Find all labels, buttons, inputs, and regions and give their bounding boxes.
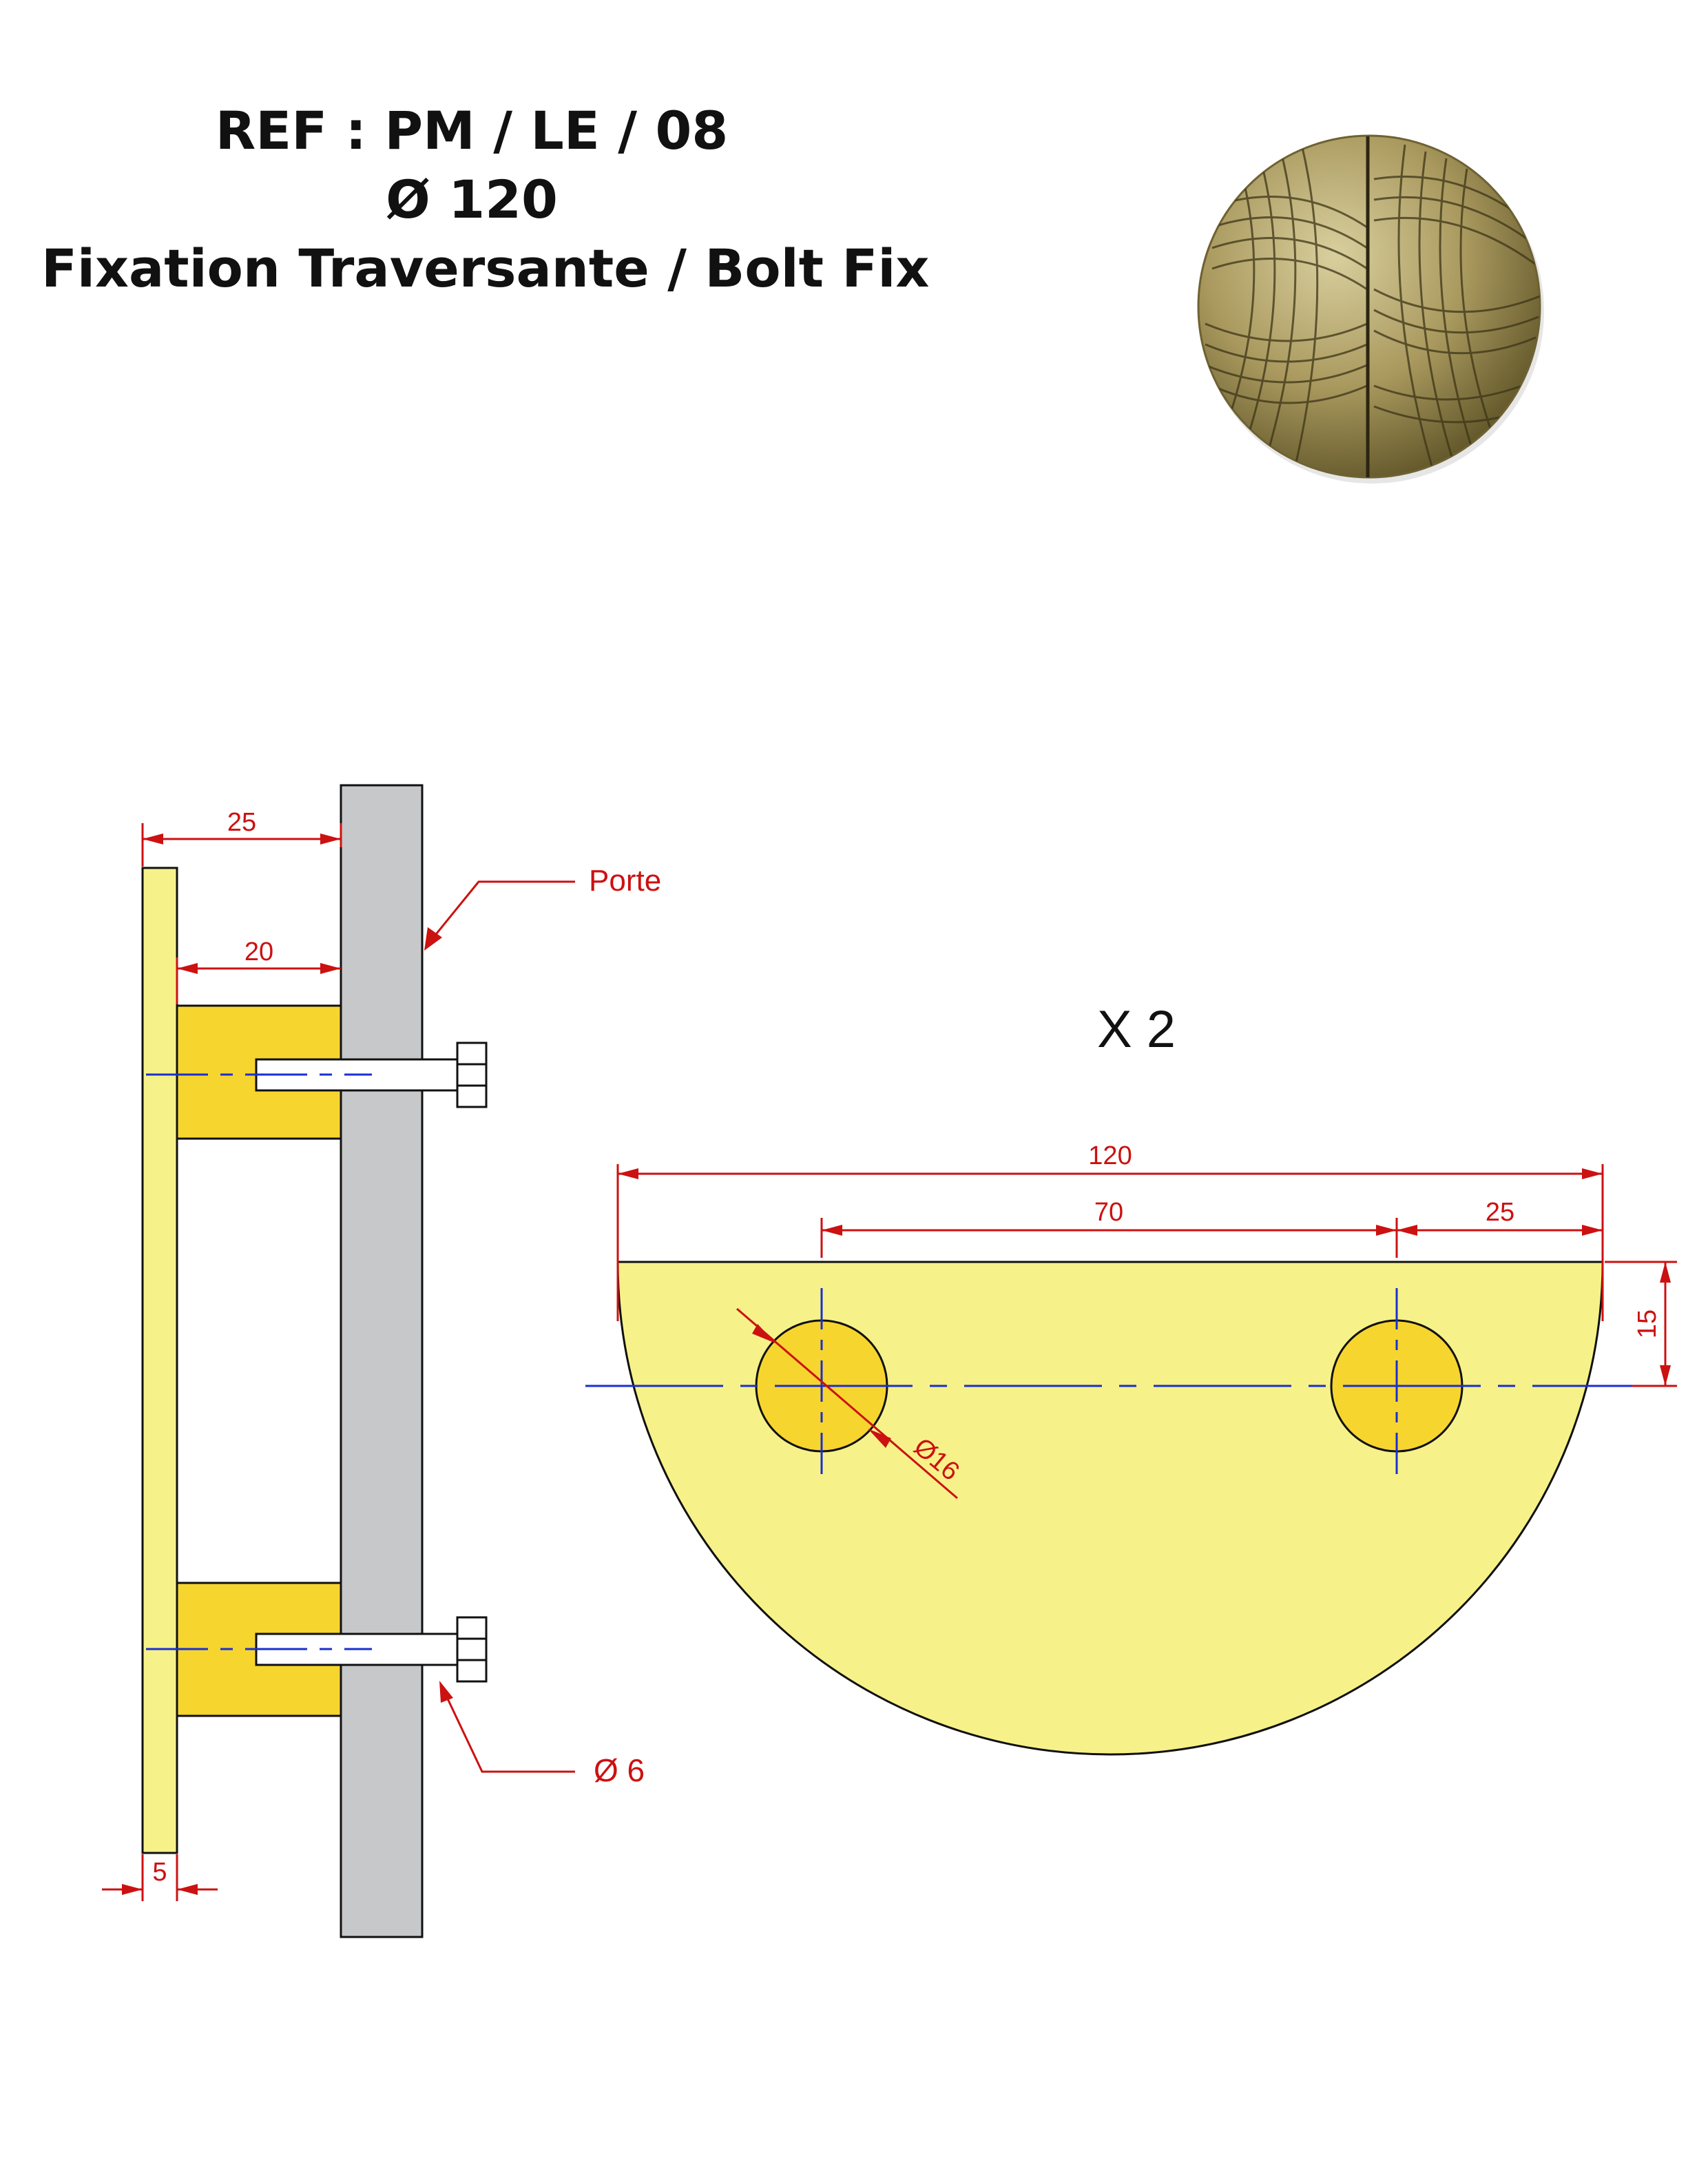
- title-block: REF : PM / LE / 08 Ø 120 Fixation Traver…: [41, 96, 930, 303]
- fixation-type: Fixation Traversante / Bolt Fix: [41, 238, 930, 299]
- product-photo: [1197, 134, 1544, 484]
- door-panel: [340, 784, 424, 1938]
- front-view: X 2 120 70: [585, 1000, 1677, 1756]
- bolt-label: Ø 6: [594, 1752, 645, 1788]
- dim-total-depth: [141, 823, 342, 867]
- dim-hole-spacing-label: 70: [1094, 1198, 1123, 1227]
- dim-plate-thickness-label: 5: [152, 1858, 167, 1887]
- dim-width-label: 120: [1088, 1141, 1132, 1170]
- dim-hole-diameter: [736, 1307, 958, 1500]
- dim-hole-edge-label: 25: [1486, 1198, 1514, 1227]
- dim-spacer-depth: [176, 957, 341, 1004]
- dim-plate-thickness: [102, 1854, 218, 1901]
- dim-spacer-depth-label: 20: [244, 937, 273, 966]
- door-label: Porte: [589, 864, 661, 898]
- dim-total-depth-label: 25: [227, 808, 256, 837]
- handle-plate-side: [141, 867, 178, 1854]
- product-diameter: Ø 120: [386, 169, 558, 230]
- bolt-leader: [439, 1681, 575, 1773]
- quantity-label: X 2: [1097, 1000, 1176, 1059]
- dim-hole-spacing: [820, 1218, 1398, 1258]
- dim-hole-height-label: 15: [1633, 1309, 1662, 1338]
- dim-hole-height: [1605, 1261, 1677, 1387]
- door-leader: [424, 880, 575, 951]
- dim-width: [616, 1164, 1604, 1321]
- product-reference: REF : PM / LE / 08: [215, 100, 729, 161]
- dim-hole-edge: [1397, 1225, 1603, 1236]
- side-view: 25 20 5 Porte Ø 6: [102, 784, 661, 1938]
